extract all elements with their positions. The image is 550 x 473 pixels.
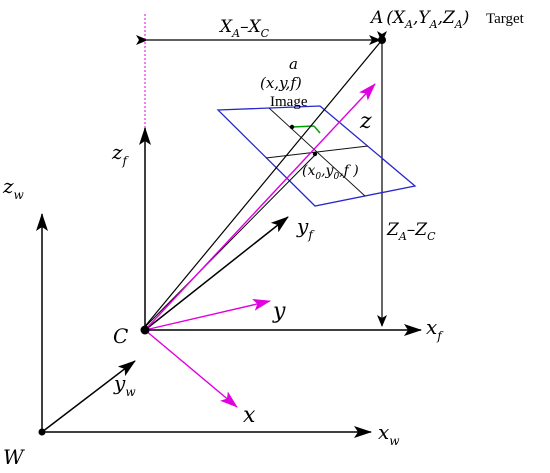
image-title: Image bbox=[270, 94, 308, 110]
world-x-label: xw bbox=[378, 420, 400, 448]
principal-point-marker bbox=[312, 151, 318, 157]
image-point-marker bbox=[289, 124, 295, 130]
camera-x-label: x bbox=[243, 403, 256, 428]
world-origin-marker bbox=[38, 428, 46, 436]
image-plane-grid-line bbox=[265, 145, 369, 159]
camera-y-axis bbox=[144, 298, 271, 331]
image-point-label: a bbox=[289, 55, 298, 73]
target-point-marker bbox=[378, 36, 386, 44]
principal-point-label: (x0,y0,f ) bbox=[302, 163, 359, 182]
dx-label: XA–XC bbox=[218, 17, 270, 40]
principal-ray bbox=[141, 154, 316, 331]
dz-label: ZA–ZC bbox=[386, 220, 436, 243]
image-coords-label: (x,y,f) bbox=[260, 74, 302, 92]
frame-y-label: yf bbox=[296, 214, 315, 242]
frame-y-axis bbox=[144, 216, 289, 331]
world-y-label: yw bbox=[113, 371, 136, 399]
camera-z-label: z bbox=[359, 109, 372, 134]
world-y-axis bbox=[41, 360, 136, 433]
target-title: Target bbox=[486, 11, 525, 27]
sight-line bbox=[141, 39, 383, 331]
camera-z-axis bbox=[144, 83, 376, 331]
camera-center-marker bbox=[140, 325, 150, 335]
frame-z-label: zf bbox=[111, 140, 130, 168]
camera-x-axis bbox=[144, 329, 238, 408]
camera-y-label: y bbox=[272, 299, 286, 324]
world-origin-label: W bbox=[3, 445, 25, 469]
world-z-label: zw bbox=[2, 174, 25, 202]
camera-center-label: C bbox=[113, 324, 128, 348]
frame-x-label: xf bbox=[426, 315, 444, 343]
image-plane bbox=[216, 105, 417, 207]
target-label: A(XA,YA,ZA) bbox=[369, 8, 469, 31]
pixel-marker bbox=[313, 125, 321, 134]
